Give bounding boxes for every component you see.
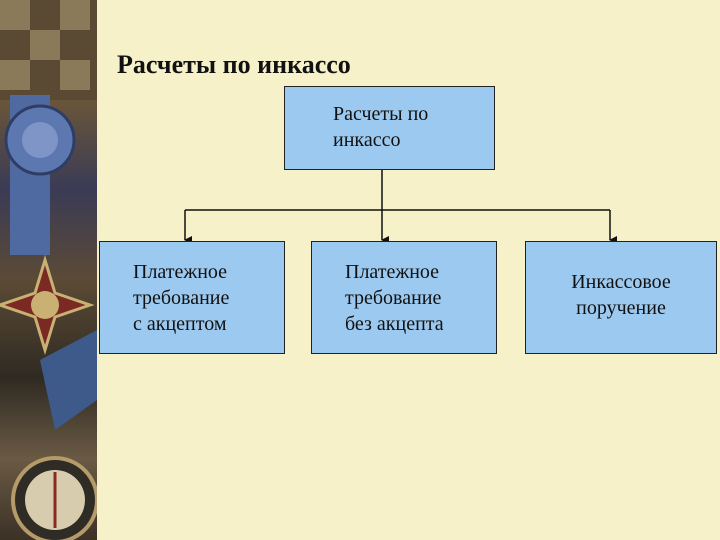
child-node-1-line-1: Платежное [133, 261, 228, 283]
child-node-2-line-3: без акцепта [345, 313, 444, 335]
child-node-1-line-2: требование [133, 287, 230, 309]
slide-title: Расчеты по инкассо [117, 50, 351, 79]
child-node-3-line-1: Инкассовое [571, 271, 671, 293]
child-node-3-line-2: поручение [576, 297, 666, 319]
root-node: Расчеты по инкассо [284, 86, 495, 170]
child-node-payment-request-without-acceptance: Платежное требование без акцепта [311, 241, 497, 354]
child-node-2-line-2: требование [345, 287, 442, 309]
decorative-photo-strip [0, 0, 97, 540]
root-node-line-2: инкассо [333, 129, 401, 151]
child-node-collection-order: Инкассовое поручение [525, 241, 717, 354]
child-node-1-line-3: с акцептом [133, 313, 227, 335]
child-node-2-line-1: Платежное [345, 261, 440, 283]
child-node-payment-request-with-acceptance: Платежное требование с акцептом [99, 241, 285, 354]
root-node-line-1: Расчеты по [333, 103, 429, 125]
